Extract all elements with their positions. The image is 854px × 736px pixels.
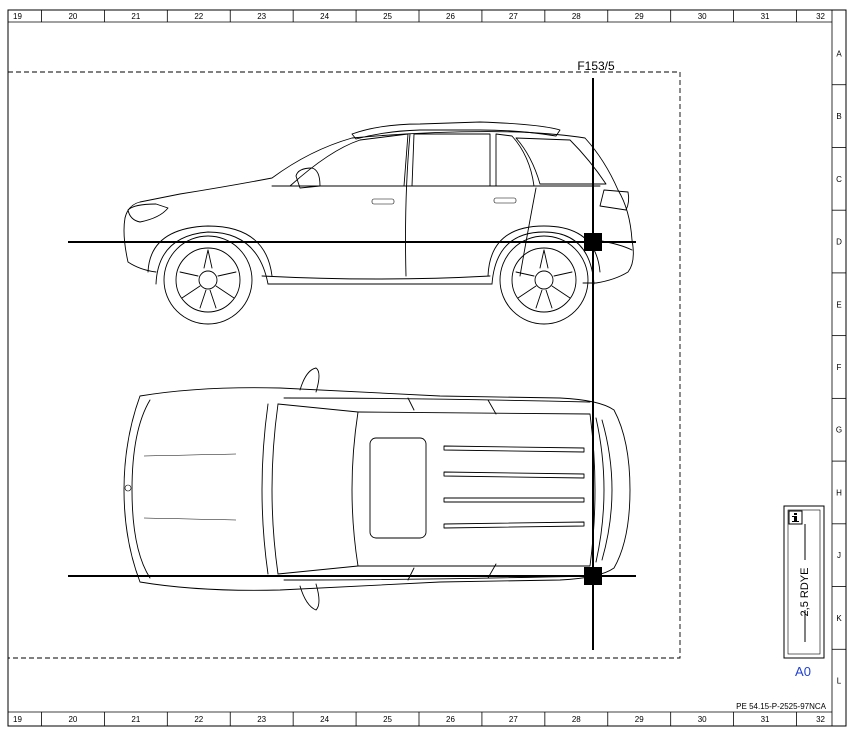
column-number: 29: [635, 12, 644, 21]
column-number: 32: [816, 12, 825, 21]
column-number: 21: [131, 715, 140, 724]
column-number: 30: [698, 715, 707, 724]
wire-spec: 2,5 RDYE: [799, 568, 811, 617]
column-number: 24: [320, 12, 329, 21]
column-number: 31: [761, 715, 770, 724]
component-area-boundary: [7, 71, 681, 659]
column-number: 27: [509, 715, 518, 724]
column-number: 19: [13, 12, 22, 21]
column-number: 20: [68, 715, 77, 724]
column-number: 29: [635, 715, 644, 724]
row-letter: C: [836, 175, 842, 184]
vehicle-top-view: [123, 367, 631, 611]
row-letter: B: [836, 112, 841, 121]
column-number: 23: [257, 715, 266, 724]
column-number: 19: [13, 715, 22, 724]
row-letter: E: [836, 300, 841, 309]
connector-label: F153/5: [577, 59, 615, 73]
connector-marker-side[interactable]: [584, 233, 602, 251]
column-number: 31: [761, 12, 770, 21]
column-number: 24: [320, 715, 329, 724]
connector-locator: F153/5: [68, 59, 636, 650]
row-letter: L: [837, 677, 842, 686]
connector-marker-top[interactable]: [584, 567, 602, 585]
row-letter: J: [837, 551, 841, 560]
column-number: 27: [509, 12, 518, 21]
row-letter: H: [836, 488, 842, 497]
column-ruler-bottom: 19 20 21 22 23 24 25 26 27 28 29 30 31 32: [13, 712, 826, 726]
row-letter: K: [836, 614, 842, 623]
column-ruler-top: 19 20 21 22 23 24 25 26 27 28 29 30 31 32: [13, 10, 826, 22]
wire-legend: 2,5 RDYE: [783, 505, 825, 659]
ground-label[interactable]: A0: [795, 664, 811, 679]
vehicle-side-view: [123, 121, 634, 325]
column-number: 23: [257, 12, 266, 21]
column-number: 20: [68, 12, 77, 21]
column-number: 32: [816, 715, 825, 724]
column-number: 25: [383, 12, 392, 21]
column-number: 22: [194, 12, 203, 21]
column-number: 22: [194, 715, 203, 724]
column-number: 21: [131, 12, 140, 21]
info-icon[interactable]: [788, 510, 803, 525]
row-ruler-right: A B C D E F G H J K L: [832, 49, 846, 686]
column-number: 25: [383, 715, 392, 724]
column-number: 28: [572, 715, 581, 724]
column-number: 26: [446, 715, 455, 724]
column-number: 30: [698, 12, 707, 21]
row-letter: G: [836, 426, 842, 435]
column-number: 26: [446, 12, 455, 21]
row-letter: A: [836, 49, 842, 58]
row-letter: D: [836, 238, 842, 247]
drawing-frame: [7, 9, 847, 727]
row-letter: F: [837, 363, 842, 372]
column-number: 28: [572, 12, 581, 21]
document-id: PE 54.15-P-2525-97NCA: [736, 702, 826, 711]
